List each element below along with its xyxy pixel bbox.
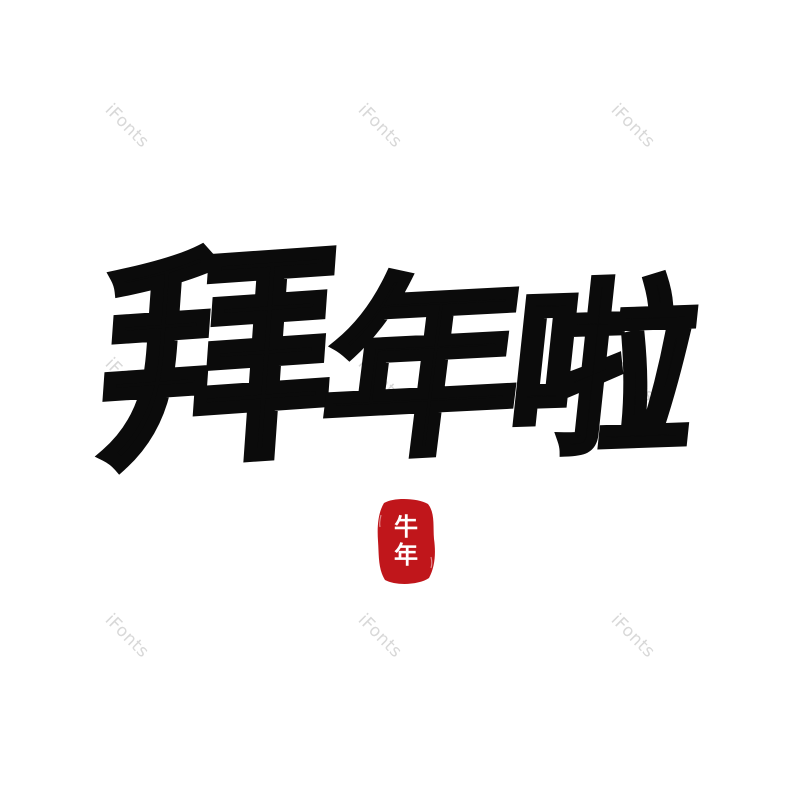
- watermark-text: iFonts: [606, 99, 659, 153]
- seal-char-niu: 牛: [394, 512, 418, 541]
- seal-text: 牛 年: [374, 495, 438, 587]
- red-seal-stamp: 牛 年: [374, 495, 438, 587]
- calligraphy-title: 拜 年 啦: [30, 205, 770, 515]
- calligraphy-char-nian: 年: [308, 246, 539, 491]
- calligraphy-char-bai: 拜: [90, 214, 347, 505]
- seal-shape: [377, 498, 435, 584]
- watermark-text: iFonts: [606, 609, 659, 663]
- calligraphy-char-la: 啦: [496, 254, 711, 484]
- watermark-text: iFonts: [353, 99, 406, 153]
- seal-char-nian: 年: [394, 540, 418, 569]
- watermark-text: iFonts: [100, 609, 153, 663]
- watermark-text: iFonts: [353, 609, 406, 663]
- watermark-text: iFonts: [100, 99, 153, 153]
